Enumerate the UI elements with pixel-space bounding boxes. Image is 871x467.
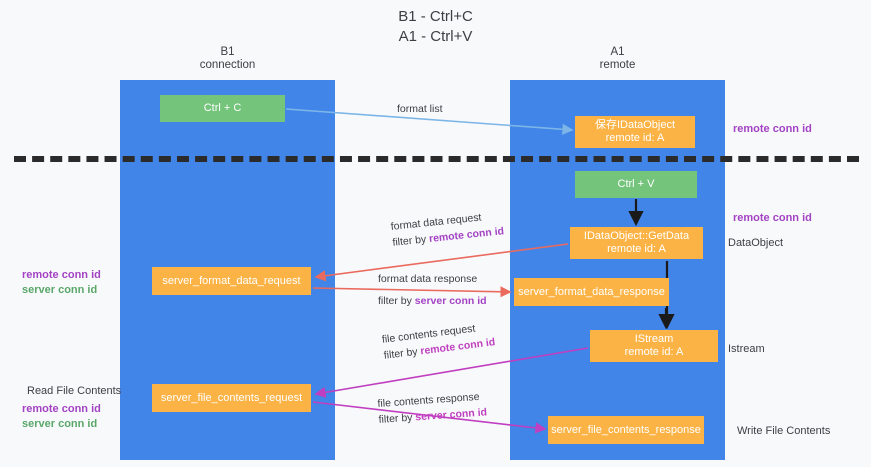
edge-label-format-data-response-line1: format data response [378, 273, 478, 285]
node-idataobject-getdata[interactable]: IDataObject::GetData remote id: A [570, 227, 703, 259]
annotation-left-remote-conn-bottom: remote conn id [22, 403, 101, 415]
node-ctrl-c[interactable]: Ctrl + C [160, 95, 285, 122]
edge-label-format-data-request: format data request filter by remote con… [390, 207, 505, 251]
node-ctrl-c-label: Ctrl + C [203, 102, 242, 114]
page-title-line2: A1 - Ctrl+V [398, 28, 473, 45]
edge-label-file-contents-response: file contents response filter by server … [377, 388, 488, 427]
filter-by-value: server conn id [414, 295, 487, 307]
page-title: B1 - Ctrl+C A1 - Ctrl+V [0, 7, 871, 47]
node-server-file-contents-response[interactable]: server_file_contents_response [548, 416, 704, 444]
phase-divider [14, 156, 859, 162]
edge-label-format-list: format list [397, 101, 443, 117]
edge-label-format-data-response-line2: filter by server conn id [378, 293, 487, 309]
lane-header-b1: B1 connection [120, 46, 335, 72]
filter-by-prefix: filter by [378, 411, 416, 426]
page-title-line1: B1 - Ctrl+C [398, 8, 473, 25]
node-server-format-data-request-label: server_format_data_request [162, 274, 301, 287]
annotation-left-conn-ids-top: remote conn id server conn id [22, 268, 101, 298]
lane-header-b1-name: B1 [220, 46, 235, 58]
annotation-right-remote-conn-mid: remote conn id [733, 212, 812, 224]
annotation-left-remote-conn-top: remote conn id [22, 269, 101, 281]
node-istream-sub: remote id: A [624, 346, 684, 358]
annotation-right-remote-conn-top: remote conn id [733, 123, 812, 135]
node-server-format-data-request[interactable]: server_format_data_request [152, 267, 311, 295]
edge-label-format-list-line1: format list [397, 103, 443, 115]
edge-label-file-contents-request: file contents request filter by remote c… [381, 318, 496, 363]
node-save-idataobject-label: 保存IDataObject [594, 119, 676, 131]
node-istream[interactable]: IStream remote id: A [590, 330, 718, 362]
annotation-left-server-conn-bottom: server conn id [22, 418, 98, 430]
annotation-right-istream: Istream [728, 343, 765, 355]
node-server-file-contents-response-label: server_file_contents_response [551, 423, 701, 436]
lane-header-b1-role: connection [199, 59, 256, 71]
node-ctrl-v-label: Ctrl + V [617, 178, 655, 190]
node-server-format-data-response[interactable]: server_format_data_response [514, 278, 669, 306]
lane-header-a1: A1 remote [510, 46, 725, 72]
annotation-left-server-conn-top: server conn id [22, 284, 98, 296]
annotation-left-read-file-contents: Read File Contents [27, 385, 122, 397]
node-idataobject-getdata-sub: remote id: A [607, 243, 666, 255]
node-server-file-contents-request-label: server_file_contents_request [160, 391, 303, 404]
filter-by-prefix: filter by [383, 345, 422, 362]
node-save-idataobject-sub: remote id: A [605, 132, 665, 144]
lane-header-a1-role: remote [599, 59, 636, 71]
annotation-right-dataobject: DataObject [728, 237, 784, 249]
lane-header-a1-name: A1 [610, 46, 625, 58]
node-server-file-contents-request[interactable]: server_file_contents_request [152, 384, 311, 412]
node-ctrl-v[interactable]: Ctrl + V [575, 171, 697, 198]
filter-by-value: server conn id [414, 406, 488, 424]
edge-label-format-data-response: format data response filter by server co… [378, 271, 487, 309]
node-server-format-data-response-label: server_format_data_response [518, 285, 665, 298]
filter-by-prefix: filter by [391, 233, 430, 249]
annotation-left-conn-ids-bottom: remote conn id server conn id [22, 402, 101, 432]
node-idataobject-getdata-label: IDataObject::GetData [583, 230, 690, 242]
annotation-right-write-file-contents: Write File Contents [737, 425, 831, 437]
filter-by-prefix: filter by [378, 295, 415, 307]
node-save-idataobject[interactable]: 保存IDataObject remote id: A [575, 116, 695, 148]
node-istream-label: IStream [634, 333, 674, 345]
